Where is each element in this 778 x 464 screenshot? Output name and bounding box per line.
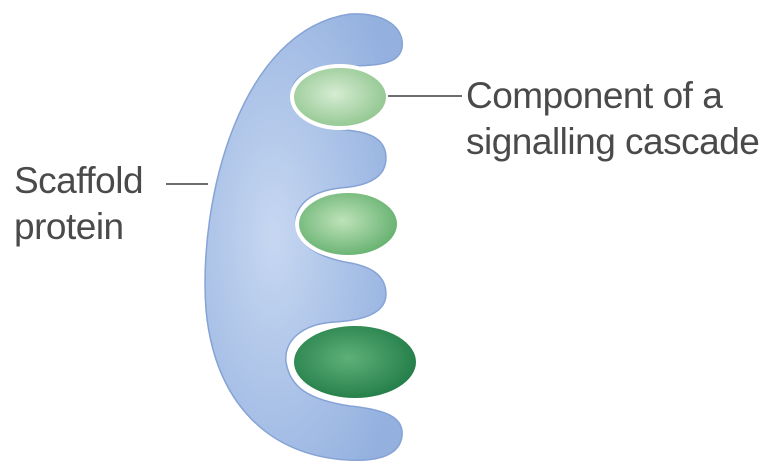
scaffold-label-line-1: Scaffold bbox=[14, 158, 143, 204]
component-label-line-2: signalling cascade bbox=[466, 119, 759, 165]
component-oval-1 bbox=[292, 66, 388, 128]
component-oval-2 bbox=[297, 191, 399, 257]
component-label-line-1: Component of a bbox=[466, 73, 759, 119]
component-oval-3 bbox=[292, 324, 418, 400]
scaffold-protein-label: Scaffold protein bbox=[14, 158, 143, 250]
component-label: Component of a signalling cascade bbox=[466, 73, 759, 165]
scaffold-label-line-2: protein bbox=[14, 204, 143, 250]
